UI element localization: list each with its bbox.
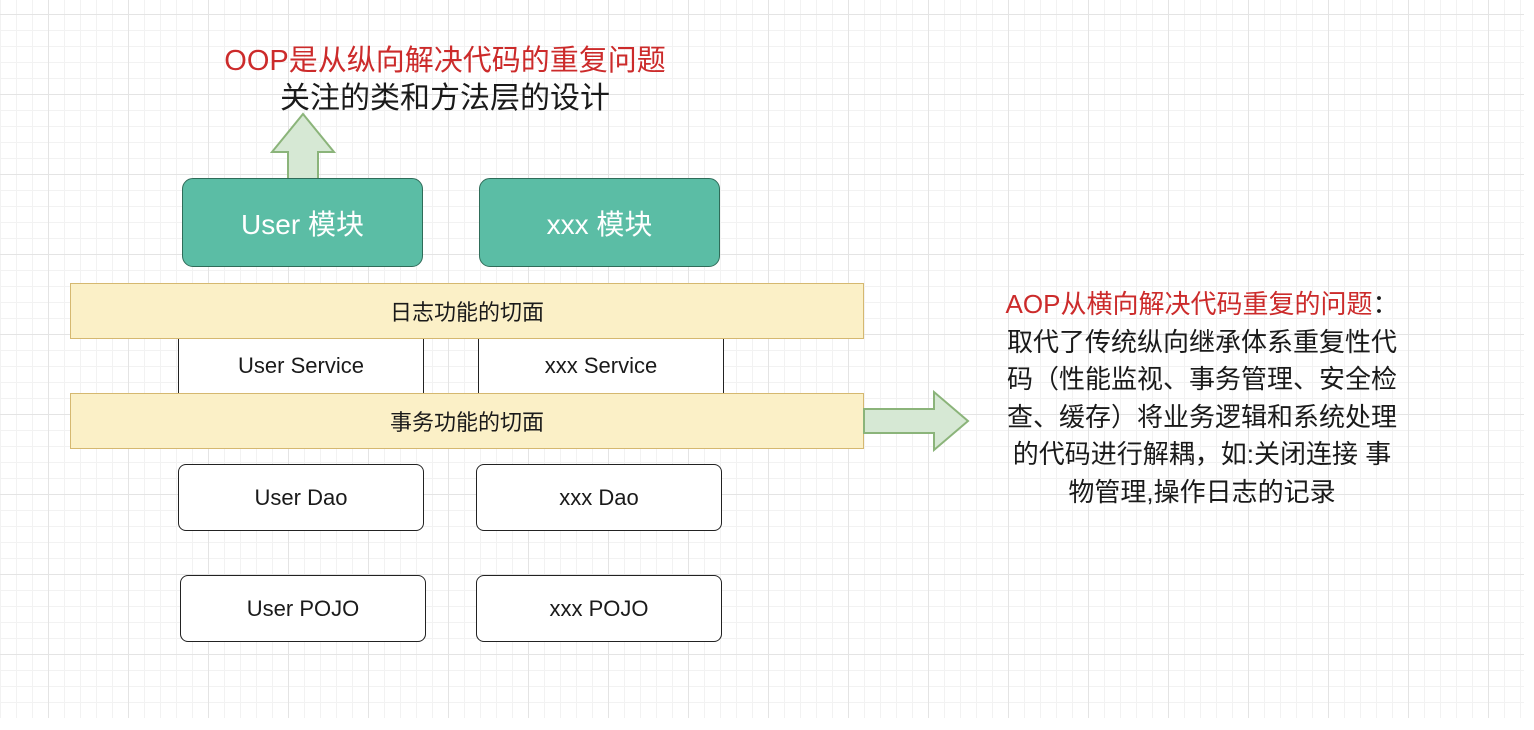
aop-note-line: 取代了传统纵向继承体系重复性代: [1006, 326, 1397, 357]
aop-note-line: 物管理,操作日志的记录: [1068, 476, 1336, 507]
user-pojo[interactable]: User POJO: [180, 575, 426, 642]
user-dao[interactable]: User Dao: [178, 464, 424, 531]
oop-note-subtitle: 关注的类和方法层的设计: [280, 82, 610, 115]
user-pojo-label: User POJO: [246, 595, 360, 621]
user-module[interactable]: User 模块: [182, 178, 423, 267]
aop-note: AOP从横向解决代码重复的问题： 取代了传统纵向继承体系重复性代 码（性能监视、…: [962, 286, 1442, 511]
right-arrow-icon: [863, 389, 970, 453]
canvas-right-edge: [1524, 0, 1534, 730]
user-module-label: User 模块: [241, 208, 364, 240]
xxx-service-label: xxx Service: [544, 353, 658, 378]
user-service[interactable]: User Service: [178, 338, 424, 394]
aop-note-colon: ：: [1372, 289, 1399, 319]
aop-note-title: AOP从横向解决代码重复的问题: [1005, 289, 1373, 319]
xxx-module[interactable]: xxx 模块: [479, 178, 720, 267]
xxx-pojo-label: xxx POJO: [549, 595, 649, 621]
aop-note-line: 查、缓存）将业务逻辑和系统处理: [1006, 401, 1397, 432]
xxx-module-label: xxx 模块: [546, 208, 653, 240]
xxx-dao-label: xxx Dao: [559, 484, 639, 510]
oop-note: OOP是从纵向解决代码的重复问题 关注的类和方法层的设计: [180, 42, 710, 118]
user-dao-label: User Dao: [254, 484, 348, 510]
aop-note-line: 的代码进行解耦，如:关闭连接 事: [1012, 439, 1392, 469]
xxx-pojo[interactable]: xxx POJO: [476, 575, 722, 642]
oop-note-title: OOP是从纵向解决代码的重复问题: [224, 45, 666, 77]
xxx-dao[interactable]: xxx Dao: [476, 464, 722, 531]
aop-note-title-line: AOP从横向解决代码重复的问题：: [962, 286, 1442, 324]
up-arrow-icon: [269, 112, 337, 180]
log-aspect[interactable]: 日志功能的切面: [70, 283, 864, 339]
xxx-service[interactable]: xxx Service: [478, 338, 724, 394]
transaction-aspect-label: 事务功能的切面: [389, 410, 544, 435]
user-service-label: User Service: [238, 353, 364, 378]
transaction-aspect[interactable]: 事务功能的切面: [70, 393, 864, 449]
aop-note-line: 码（性能监视、事务管理、安全检: [1006, 364, 1397, 394]
log-aspect-label: 日志功能的切面: [389, 300, 544, 325]
canvas-bottom-edge: [0, 718, 1534, 730]
